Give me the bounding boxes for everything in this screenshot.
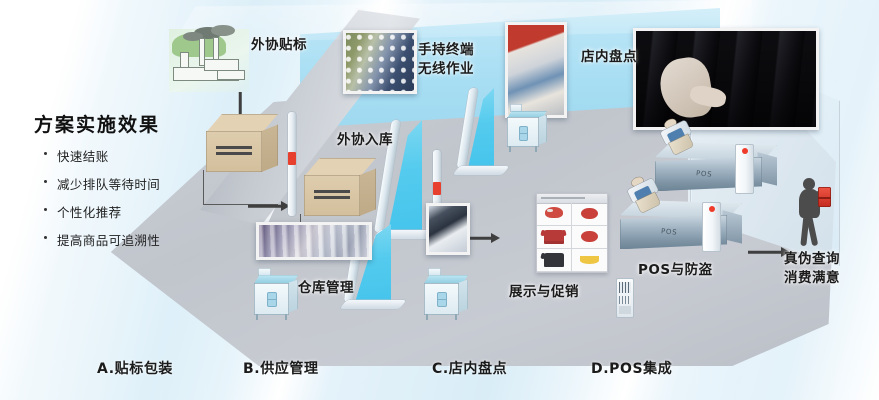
inventory-cart <box>507 104 547 152</box>
photo-store-inventory <box>505 22 567 118</box>
list-item: 减少排队等待时间 <box>44 174 234 193</box>
list-item: 快速结账 <box>44 146 234 165</box>
callout-handheld-terminal: 手持终端 无线作业 <box>418 42 474 78</box>
callout-outsource-label: 外协贴标 <box>251 37 307 53</box>
arrow-right-icon <box>248 200 290 212</box>
conveyor-line-1 <box>203 170 278 205</box>
pos-counter-label: POS <box>661 227 679 237</box>
antitheft-pillar <box>702 202 721 252</box>
callout-authenticity-check: 真伪查询 消费满意 <box>784 251 840 287</box>
stage-label-a: A.贴标包装 <box>97 361 174 377</box>
rfid-reader-device <box>616 278 634 318</box>
callout-outsource-inbound: 外协入库 <box>337 132 393 148</box>
pos-counter-label: POS <box>696 169 714 179</box>
photo-handheld-terminal <box>343 30 417 94</box>
rfid-gate-panel <box>372 120 438 239</box>
callout-display-promotion: 展示与促销 <box>509 284 579 300</box>
stage-label-d: D.POS集成 <box>591 361 673 377</box>
arrow-right-icon <box>748 246 790 258</box>
stage-label-b: B.供应管理 <box>243 361 319 377</box>
photo-clothing-rack <box>633 28 819 130</box>
antitheft-pillar <box>735 144 754 194</box>
callout-pos-antitheft: POS与防盗 <box>638 262 713 278</box>
callout-warehouse-management: 仓库管理 <box>298 280 354 296</box>
list-item: 提高商品可追溯性 <box>44 230 234 249</box>
customer-silhouette <box>793 178 833 246</box>
factory-icon <box>163 24 255 100</box>
page-title: 方案实施效果 <box>34 114 161 136</box>
stage-label-c: C.店内盘点 <box>432 361 508 377</box>
rfid-gate-post <box>288 112 296 216</box>
photo-worker-cart <box>426 203 470 255</box>
rfid-gate-post <box>433 150 441 242</box>
inventory-cart <box>254 268 298 320</box>
carton-box-labeled <box>206 114 278 172</box>
photo-warehouse <box>256 222 372 260</box>
display-shelf <box>536 193 608 273</box>
benefits-list: 快速结账 减少排队等待时间 个性化推荐 提高商品可追溯性 <box>44 146 234 258</box>
rfid-gate-panel <box>452 88 510 175</box>
carton-box-inbound <box>304 158 376 216</box>
inventory-cart <box>424 268 468 320</box>
list-item: 个性化推荐 <box>44 202 234 221</box>
callout-store-inventory: 店内盘点 <box>581 49 637 65</box>
